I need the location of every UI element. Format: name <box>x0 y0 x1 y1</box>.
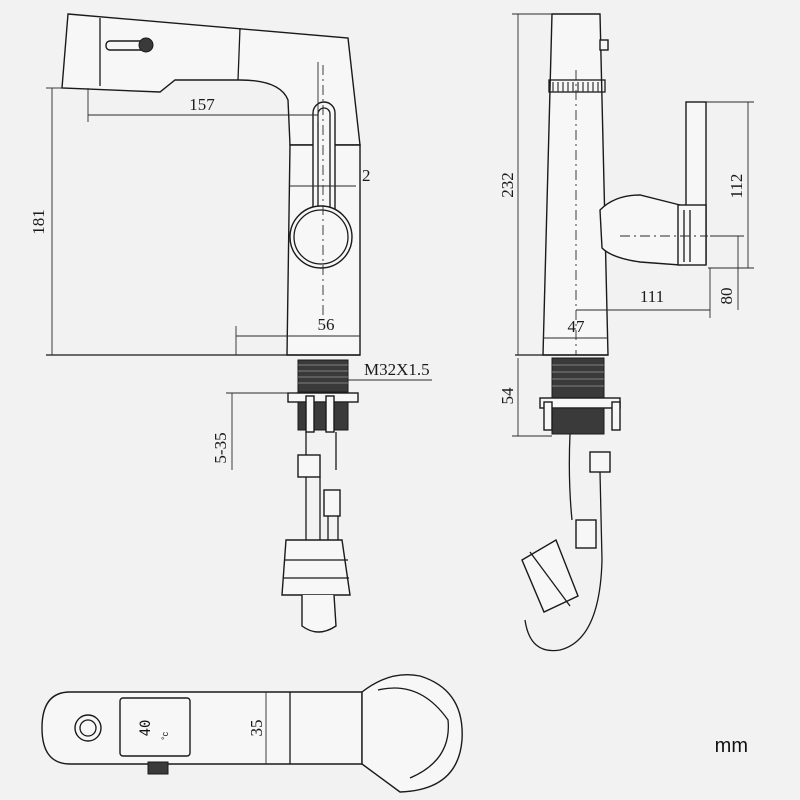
dim-body-height: 181 <box>29 209 48 235</box>
dim-thread: M32X1.5 <box>364 360 430 379</box>
dim-side-base: 47 <box>568 317 586 336</box>
dim-slot-width: 2 <box>362 166 371 185</box>
side-body <box>542 13 609 356</box>
unit-label: mm <box>714 735 748 757</box>
side-handle <box>599 194 681 266</box>
top-handle <box>361 674 463 793</box>
top-view: 40 °c 35 <box>41 674 463 793</box>
dim-spout-reach: 157 <box>189 95 215 114</box>
front-knob <box>289 205 353 269</box>
dim-handle-axis-height: 80 <box>717 288 736 305</box>
front-view: 157 181 2 56 M32X1.5 5-35 <box>29 13 432 633</box>
dim-total-height: 232 <box>498 172 517 198</box>
dim-top-width: 35 <box>247 720 266 737</box>
side-shank <box>551 357 605 399</box>
dim-shank-length: 54 <box>498 387 517 405</box>
side-view: 232 112 80 111 47 54 <box>498 13 754 652</box>
dim-handle-reach: 111 <box>640 287 664 306</box>
dim-handle-height: 112 <box>727 174 746 199</box>
dim-base-diameter: 56 <box>318 315 335 334</box>
top-temperature-display: 40 <box>138 720 154 737</box>
top-temperature-unit: °c <box>160 731 170 740</box>
dim-deck-thickness: 5-35 <box>211 432 230 463</box>
top-button <box>74 714 102 742</box>
